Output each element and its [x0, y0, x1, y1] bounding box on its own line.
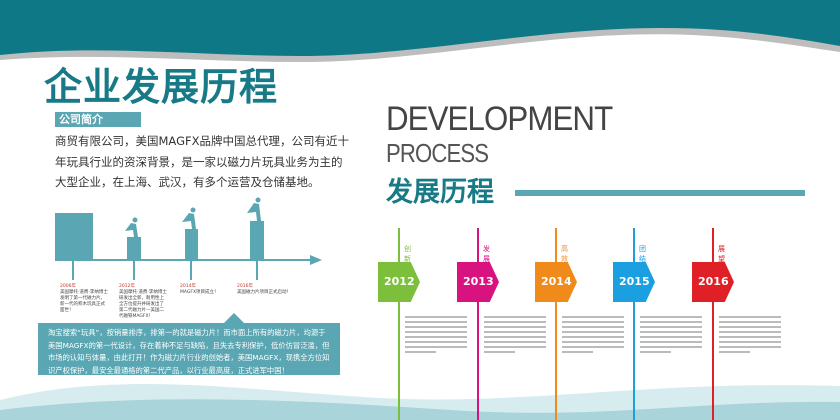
- milestone-line: [555, 228, 557, 420]
- milestone-description: [405, 316, 467, 356]
- page-title: 企业发展历程: [44, 64, 279, 109]
- milestone-year-tag: 2014: [535, 262, 577, 302]
- info-box: 淘宝搜索“玩具”，按销量排序，排第一的就是磁力片！而市面上所有的磁力片，均源于美…: [38, 313, 340, 375]
- milestone-keyword: 展望: [718, 245, 725, 263]
- milestone-line: [477, 228, 479, 420]
- heading-en-1: DEVELOPMENT: [386, 100, 613, 138]
- milestone-line: [398, 228, 400, 420]
- milestone-line: [633, 228, 635, 420]
- left-event: 2012年美国摩托·道费·李纳博士研发出全新，耐用性上全方位提升并研发出了第二代…: [119, 284, 167, 319]
- milestone-year-tag: 2012: [378, 262, 420, 302]
- milestone-keyword: 创新: [404, 245, 411, 263]
- left-event: 2006年美国摩托·道费·李纳博士发明了第一代磁力片，新一代的积木玩具正式面世！: [60, 284, 108, 313]
- milestone-description: [562, 316, 624, 356]
- heading-cn: 发展历程: [386, 177, 494, 208]
- milestone-description: [719, 316, 781, 356]
- milestone-keyword: 高效: [561, 245, 568, 263]
- milestone-keyword: 发展: [483, 245, 490, 263]
- milestone-year-tag: 2013: [457, 262, 499, 302]
- intro-label: 公司简介: [55, 112, 141, 127]
- left-event: 2016年美国磁力片项目正式启动！: [237, 284, 291, 295]
- milestone-year-tag: 2016: [692, 262, 734, 302]
- milestone-line: [712, 228, 714, 420]
- milestone-keyword: 团结: [639, 245, 646, 263]
- intro-text: 商贸有限公司，美国MAGFX品牌中国总代理，公司有近十年玩具行业的资深背景，是一…: [55, 134, 349, 189]
- milestone-description: [484, 316, 546, 356]
- milestone-description: [640, 316, 702, 356]
- milestone-year-tag: 2015: [613, 262, 655, 302]
- heading-bar: [515, 190, 805, 196]
- heading-en-2: PROCESS: [386, 138, 489, 168]
